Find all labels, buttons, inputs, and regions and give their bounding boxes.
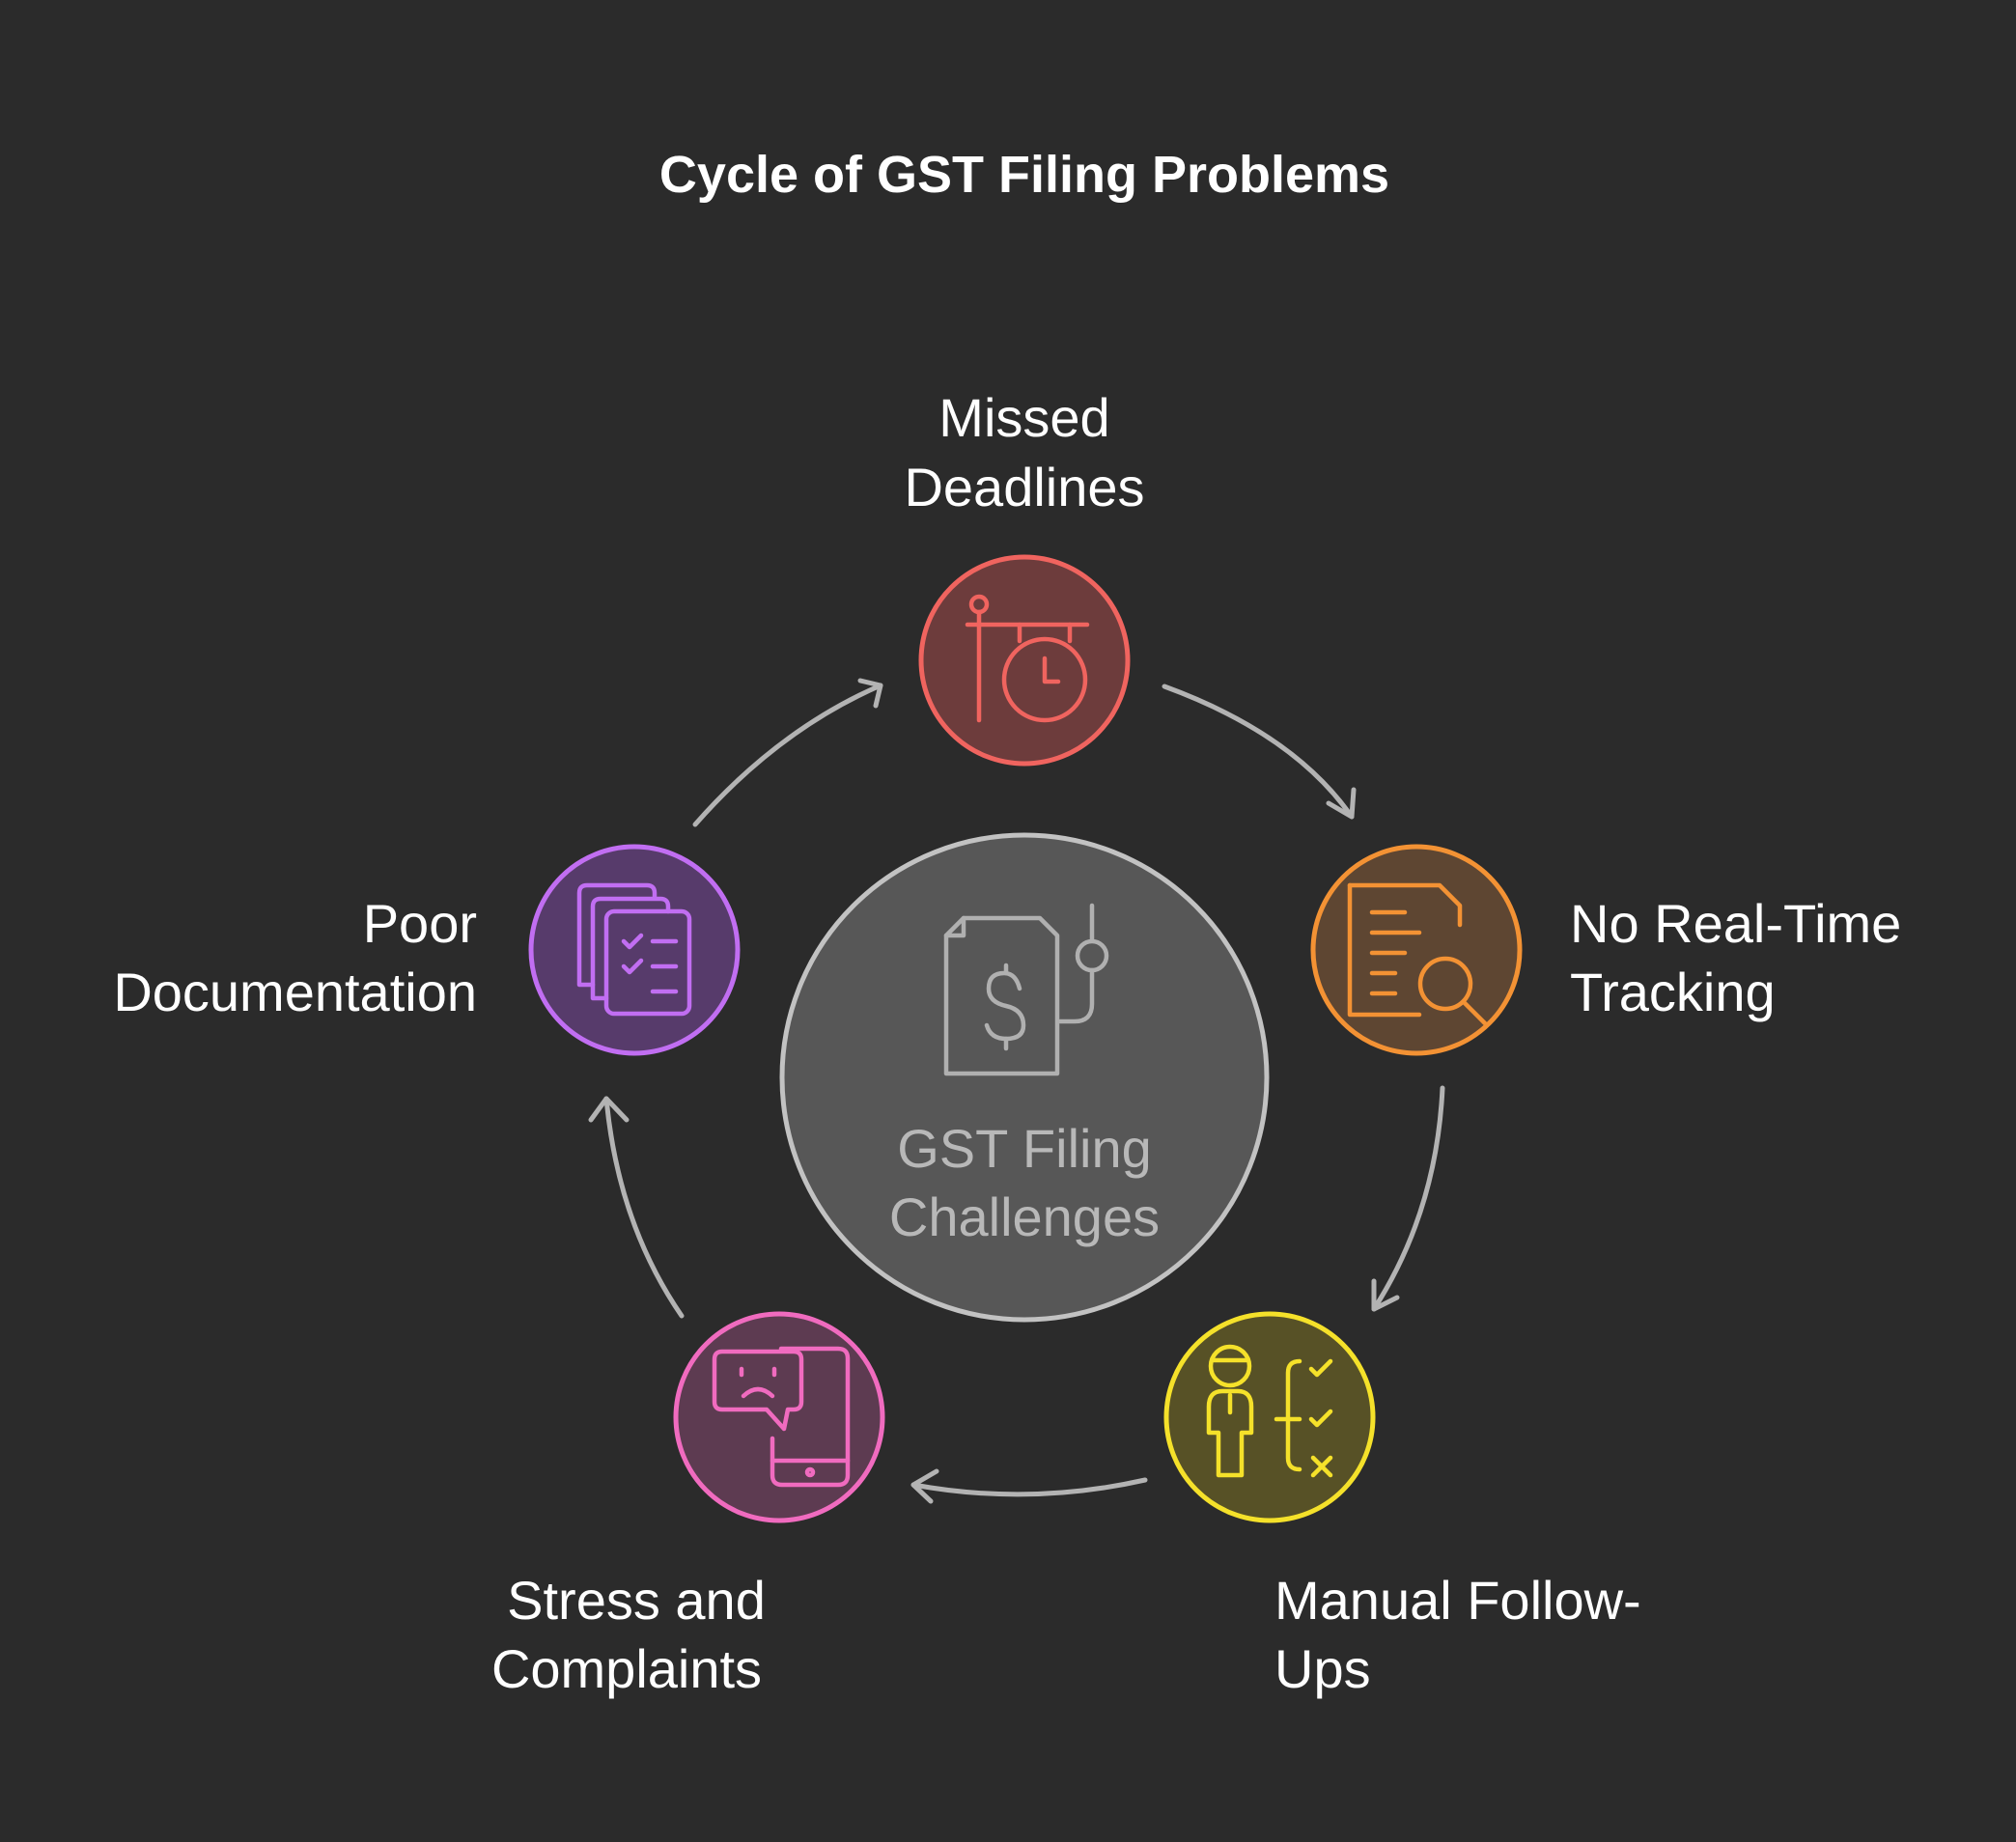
arrow-followups-to-stress — [910, 1468, 1148, 1504]
arrow-stress-to-documentation — [588, 1096, 685, 1319]
phone-sad-message-icon — [712, 1346, 851, 1488]
node-missed-deadlines: Missed Deadlines — [904, 387, 1145, 767]
node-label-documentation-line2: Documentation — [113, 962, 477, 1022]
node-label-tracking-line1: No Real-Time — [1570, 893, 1901, 954]
node-label-followups-line1: Manual Follow- — [1274, 1570, 1641, 1631]
center-label-line2: Challenges — [889, 1186, 1160, 1247]
node-label-followups-line2: Ups — [1274, 1638, 1371, 1699]
diagram-title: Cycle of GST Filing Problems — [659, 146, 1389, 204]
center-hub: GST Filing Challenges — [779, 832, 1270, 1323]
stacked-checklists-icon — [576, 882, 692, 1017]
arrow-documentation-to-missed — [692, 678, 883, 827]
node-manual-follow-ups: Manual Follow- Ups — [1163, 1311, 1641, 1699]
arrow-missed-to-tracking — [1162, 684, 1357, 820]
node-label-missed-line2: Deadlines — [904, 457, 1144, 517]
node-label-tracking-line2: Tracking — [1570, 962, 1776, 1022]
center-label-line1: GST Filing — [897, 1118, 1151, 1179]
cycle-arrows — [588, 678, 1445, 1504]
node-label-stress-line1: Stress and — [507, 1570, 766, 1631]
person-checklist-icon — [1206, 1344, 1333, 1478]
node-stress-and-complaints: Stress and Complaints — [491, 1311, 885, 1699]
tax-document-dollar-icon — [943, 903, 1109, 1076]
node-label-missed-line1: Missed — [938, 387, 1109, 448]
node-poor-documentation: Poor Documentation — [113, 844, 741, 1056]
document-search-icon — [1347, 882, 1488, 1026]
clock-sign-icon — [965, 594, 1090, 723]
node-label-stress-line2: Complaints — [491, 1638, 762, 1699]
node-label-documentation-line1: Poor — [363, 893, 477, 954]
arrow-tracking-to-followups — [1371, 1085, 1445, 1312]
node-no-real-time-tracking: No Real-Time Tracking — [1310, 844, 1901, 1056]
